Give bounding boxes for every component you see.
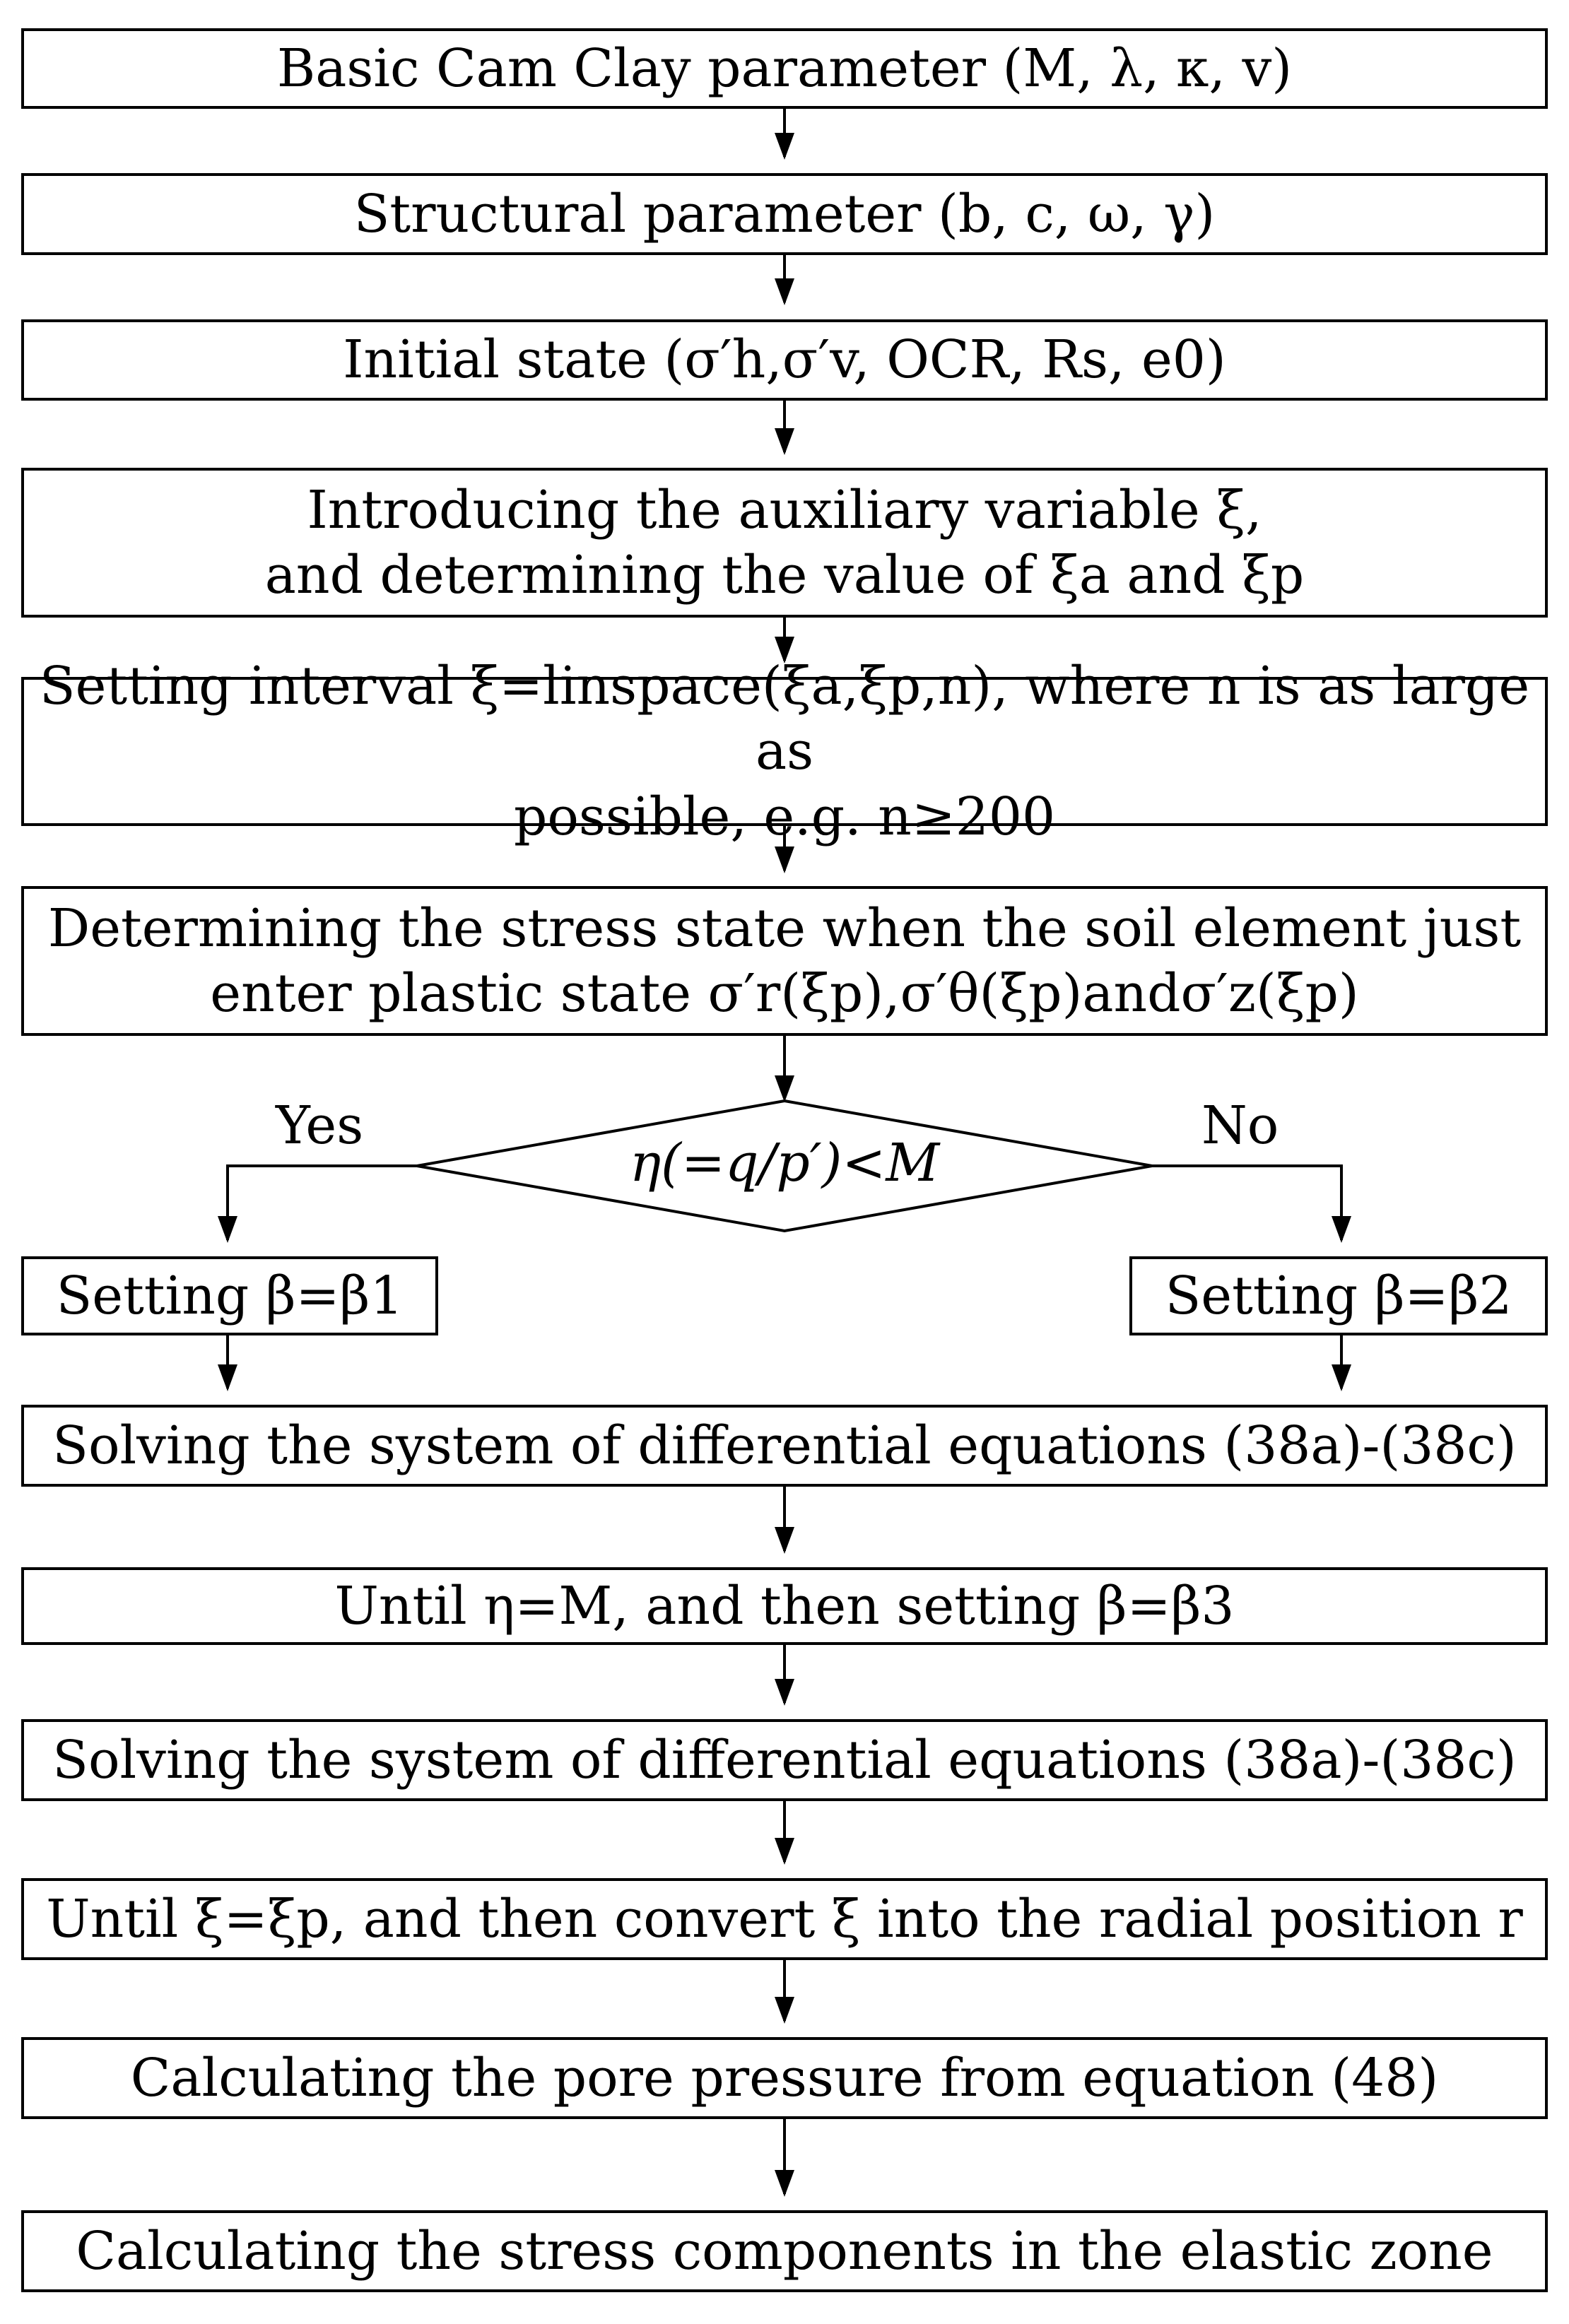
decision-diamond <box>416 1099 1153 1233</box>
arrowhead <box>775 2170 794 2197</box>
step-text-line1: Determining the stress state when the so… <box>47 897 1522 959</box>
step-text: Solving the system of differential equat… <box>52 1729 1517 1791</box>
step-structural-parameter: Structural parameter (b, c, ω, γ) <box>21 173 1548 255</box>
no-branch-line <box>1152 1164 1343 1240</box>
yes-label: Yes <box>276 1095 364 1156</box>
arrowhead <box>1332 1364 1351 1391</box>
arrowhead <box>775 428 794 455</box>
step-text: Structural parameter (b, c, ω, γ) <box>353 183 1216 244</box>
arrowhead <box>775 847 794 873</box>
step-text: Solving the system of differential equat… <box>52 1415 1517 1476</box>
step-text: Initial state (σ′h,σ′v, OCR, Rs, e0) <box>343 329 1226 391</box>
arrowhead <box>775 1075 794 1102</box>
step-solving-ode-2: Solving the system of differential equat… <box>21 1719 1548 1801</box>
arrowhead <box>1332 1216 1351 1243</box>
arrowhead <box>775 1838 794 1865</box>
arrowhead <box>218 1364 237 1391</box>
step-until-eta-m: Until η=M, and then setting β=β3 <box>21 1567 1548 1645</box>
step-auxiliary-variable: Introducing the auxiliary variable ξ, an… <box>21 468 1548 618</box>
step-initial-state: Initial state (σ′h,σ′v, OCR, Rs, e0) <box>21 319 1548 401</box>
step-text-line2: possible, e.g. n≥200 <box>513 786 1056 847</box>
arrowhead <box>775 278 794 305</box>
step-setting-beta2: Setting β=β2 <box>1129 1256 1548 1335</box>
step-text: Setting β=β1 <box>56 1265 404 1326</box>
step-text-line1: Setting interval ξ=linspace(ξa,ξp,n), wh… <box>39 655 1530 782</box>
step-basic-cam-clay: Basic Cam Clay parameter (M, λ, κ, v) <box>21 28 1548 109</box>
step-setting-beta1: Setting β=β1 <box>21 1256 438 1335</box>
step-text-line2: enter plastic state σ′r(ξp),σ′θ(ξp)andσ′… <box>210 963 1359 1024</box>
step-setting-interval: Setting interval ξ=linspace(ξa,ξp,n), wh… <box>21 656 1548 847</box>
arrowhead <box>218 1216 237 1243</box>
step-text: Basic Cam Clay parameter (M, λ, κ, v) <box>276 37 1293 99</box>
no-label: No <box>1201 1095 1279 1156</box>
decision-condition: η(=q/p′)<M <box>629 1133 940 1193</box>
step-text: Calculating the stress components in the… <box>76 2220 1493 2282</box>
arrowhead <box>775 637 794 663</box>
step-text-line2: and determining the value of ξa and ξp <box>264 545 1305 606</box>
arrowhead <box>775 1679 794 1706</box>
step-text: Until η=M, and then setting β=β3 <box>334 1575 1235 1636</box>
step-solving-ode-1: Solving the system of differential equat… <box>21 1405 1548 1487</box>
step-determining-stress-state: Determining the stress state when the so… <box>21 886 1548 1036</box>
step-text: Until ξ=ξp, and then convert ξ into the … <box>46 1888 1523 1950</box>
step-pore-pressure: Calculating the pore pressure from equat… <box>21 2037 1548 2119</box>
step-text: Setting β=β2 <box>1165 1265 1512 1326</box>
step-elastic-zone: Calculating the stress components in the… <box>21 2210 1548 2292</box>
step-text: Calculating the pore pressure from equat… <box>130 2047 1439 2108</box>
step-text-line1: Introducing the auxiliary variable ξ, <box>307 479 1262 541</box>
step-until-xi-p: Until ξ=ξp, and then convert ξ into the … <box>21 1878 1548 1960</box>
arrowhead <box>775 133 794 160</box>
arrowhead <box>775 1527 794 1554</box>
arrowhead <box>775 1997 794 2024</box>
yes-branch-line <box>226 1164 417 1240</box>
